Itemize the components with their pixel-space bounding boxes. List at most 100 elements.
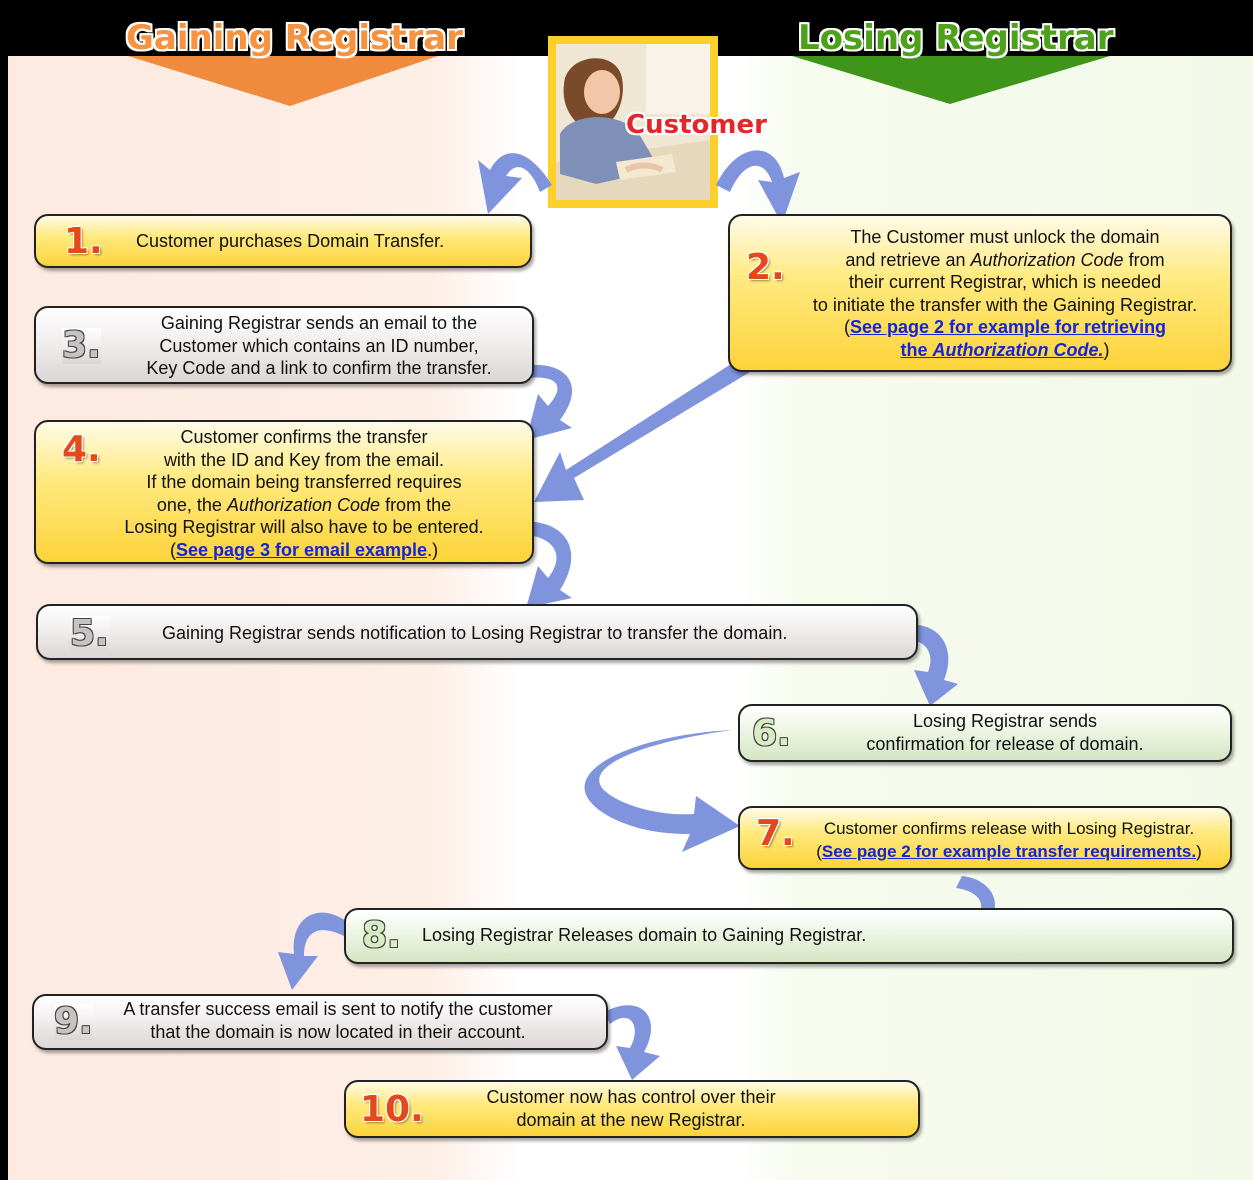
italic-term: Authorization Code bbox=[970, 249, 1124, 270]
step-7-text: Customer confirms release with Losing Re… bbox=[786, 818, 1232, 863]
step-6-line: Losing Registrar sends bbox=[840, 710, 1170, 733]
step-6-number: 6. bbox=[752, 713, 791, 754]
step-4-line: one, the Authorization Code from the bbox=[104, 494, 504, 517]
step-2-line: (See page 2 for example for retrieving bbox=[790, 316, 1220, 339]
step-3-line: Customer which contains an ID number, bbox=[114, 335, 524, 358]
step-9-number: 9. bbox=[54, 1001, 93, 1042]
step-5-box: 5. Gaining Registrar sends notification … bbox=[36, 604, 918, 660]
left-border bbox=[0, 0, 8, 1180]
step-8-text: Losing Registrar Releases domain to Gain… bbox=[422, 924, 866, 947]
customer-illustration bbox=[556, 44, 710, 200]
step-10-number: 10. bbox=[360, 1089, 424, 1130]
text-segment: from bbox=[1123, 249, 1165, 270]
text-segment: If the domain being transferred requires bbox=[146, 472, 462, 492]
text-segment: Customer confirms the transfer bbox=[180, 427, 428, 447]
step-3-line: Gaining Registrar sends an email to the bbox=[114, 312, 524, 335]
text-segment: from the bbox=[380, 494, 452, 515]
step-1-line: Customer purchases Domain Transfer. bbox=[136, 230, 444, 253]
text-segment: ( bbox=[816, 841, 822, 861]
arrow-6-to-7 bbox=[584, 730, 740, 852]
step-5-number: 5. bbox=[70, 613, 109, 654]
text-segment: Customer confirms release with Losing Re… bbox=[823, 819, 1195, 838]
step-9-line: A transfer success email is sent to noti… bbox=[98, 998, 578, 1021]
text-segment: ( bbox=[843, 317, 850, 337]
step-7-line: Customer confirms release with Losing Re… bbox=[786, 818, 1232, 841]
step-8-box: 8. Losing Registrar Releases domain to G… bbox=[344, 908, 1234, 964]
step-4-line: Customer confirms the transfer bbox=[104, 426, 504, 449]
step-7-box: 7. Customer confirms release with Losing… bbox=[738, 806, 1232, 870]
step-1-text: Customer purchases Domain Transfer. bbox=[136, 230, 444, 253]
step-3-line: Key Code and a link to confirm the trans… bbox=[114, 357, 524, 380]
customer-label: Customer bbox=[626, 110, 767, 140]
customer-card: Customer bbox=[548, 36, 767, 208]
step-10-line: domain at the new Registrar. bbox=[446, 1109, 816, 1132]
step-2-line: to initiate the transfer with the Gainin… bbox=[790, 294, 1220, 317]
losing-registrar-heading: Losing Registrar bbox=[798, 18, 1114, 58]
arrow-4-to-5 bbox=[512, 521, 572, 608]
step-4-line: Losing Registrar will also have to be en… bbox=[104, 516, 504, 539]
text-segment: that the domain is now located in their … bbox=[150, 1021, 526, 1042]
text-segment: Customer purchases Domain Transfer. bbox=[136, 231, 445, 251]
example-link[interactable]: See page 3 for email example bbox=[175, 539, 428, 560]
arrow-3-to-4 bbox=[512, 364, 573, 440]
text-segment: .) bbox=[427, 539, 439, 560]
step-4-line: with the ID and Key from the email. bbox=[104, 449, 504, 472]
arrow-customer-to-2 bbox=[716, 150, 800, 224]
step-2-line: and retrieve an Authorization Code from bbox=[790, 249, 1220, 272]
step-1-box: 1. Customer purchases Domain Transfer. bbox=[34, 214, 532, 268]
arrow-2-to-4 bbox=[534, 348, 770, 502]
text-segment: domain at the new Registrar. bbox=[516, 1109, 746, 1130]
arrow-5-to-6 bbox=[880, 624, 958, 706]
text-segment: Customer which contains an ID number, bbox=[159, 335, 479, 356]
text-segment: The Customer must unlock the domain bbox=[850, 227, 1160, 247]
step-7-number: 7. bbox=[756, 813, 795, 854]
step-8-line: Losing Registrar Releases domain to Gain… bbox=[422, 924, 866, 947]
text-segment: to initiate the transfer with the Gainin… bbox=[812, 294, 1198, 315]
text-segment: Losing Registrar will also have to be en… bbox=[124, 517, 484, 537]
example-link[interactable]: See page 2 for example for retrieving bbox=[849, 317, 1167, 337]
losing-triangle bbox=[792, 56, 1110, 104]
text-segment: ( bbox=[169, 539, 176, 560]
text-segment: one, the bbox=[156, 494, 227, 515]
step-9-line: that the domain is now located in their … bbox=[98, 1021, 578, 1044]
text-segment: Gaining Registrar sends notification to … bbox=[162, 623, 788, 643]
step-8-number: 8. bbox=[362, 915, 401, 956]
step-5-line: Gaining Registrar sends notification to … bbox=[162, 622, 787, 645]
step-4-line: (See page 3 for email example.) bbox=[104, 539, 504, 562]
step-3-box: 3. Gaining Registrar sends an email to t… bbox=[34, 306, 534, 384]
example-link[interactable]: Authorization Code. bbox=[932, 339, 1104, 360]
step-9-text: A transfer success email is sent to noti… bbox=[98, 998, 578, 1043]
step-7-line: (See page 2 for example transfer require… bbox=[786, 841, 1232, 864]
step-2-number: 2. bbox=[746, 247, 785, 288]
arrow-customer-to-1 bbox=[478, 153, 552, 214]
step-4-line: If the domain being transferred requires bbox=[104, 471, 504, 494]
gaining-triangle bbox=[128, 56, 438, 106]
text-segment: and retrieve an bbox=[845, 249, 971, 270]
step-1-number: 1. bbox=[64, 221, 103, 262]
text-segment: Losing Registrar sends bbox=[912, 711, 1098, 731]
text-segment: Losing Registrar Releases domain to Gain… bbox=[422, 925, 867, 945]
step-4-number: 4. bbox=[62, 429, 101, 470]
italic-term: Authorization Code bbox=[226, 494, 381, 515]
arrow-9-to-10 bbox=[604, 1005, 660, 1080]
example-link[interactable]: the bbox=[900, 339, 933, 360]
text-segment: Gaining Registrar sends an email to the bbox=[160, 313, 478, 333]
example-link[interactable]: See page 2 for example transfer requirem… bbox=[821, 841, 1197, 861]
text-segment: Key Code and a link to confirm the trans… bbox=[146, 358, 492, 378]
text-segment: their current Registrar, which is needed bbox=[848, 272, 1162, 292]
text-segment: confirmation for release of domain. bbox=[866, 733, 1144, 754]
text-segment: Customer now has control over their bbox=[486, 1087, 776, 1107]
step-2-line: the Authorization Code.) bbox=[790, 339, 1220, 362]
gaining-registrar-heading: Gaining Registrar bbox=[126, 18, 463, 58]
step-5-text: Gaining Registrar sends notification to … bbox=[162, 622, 787, 645]
